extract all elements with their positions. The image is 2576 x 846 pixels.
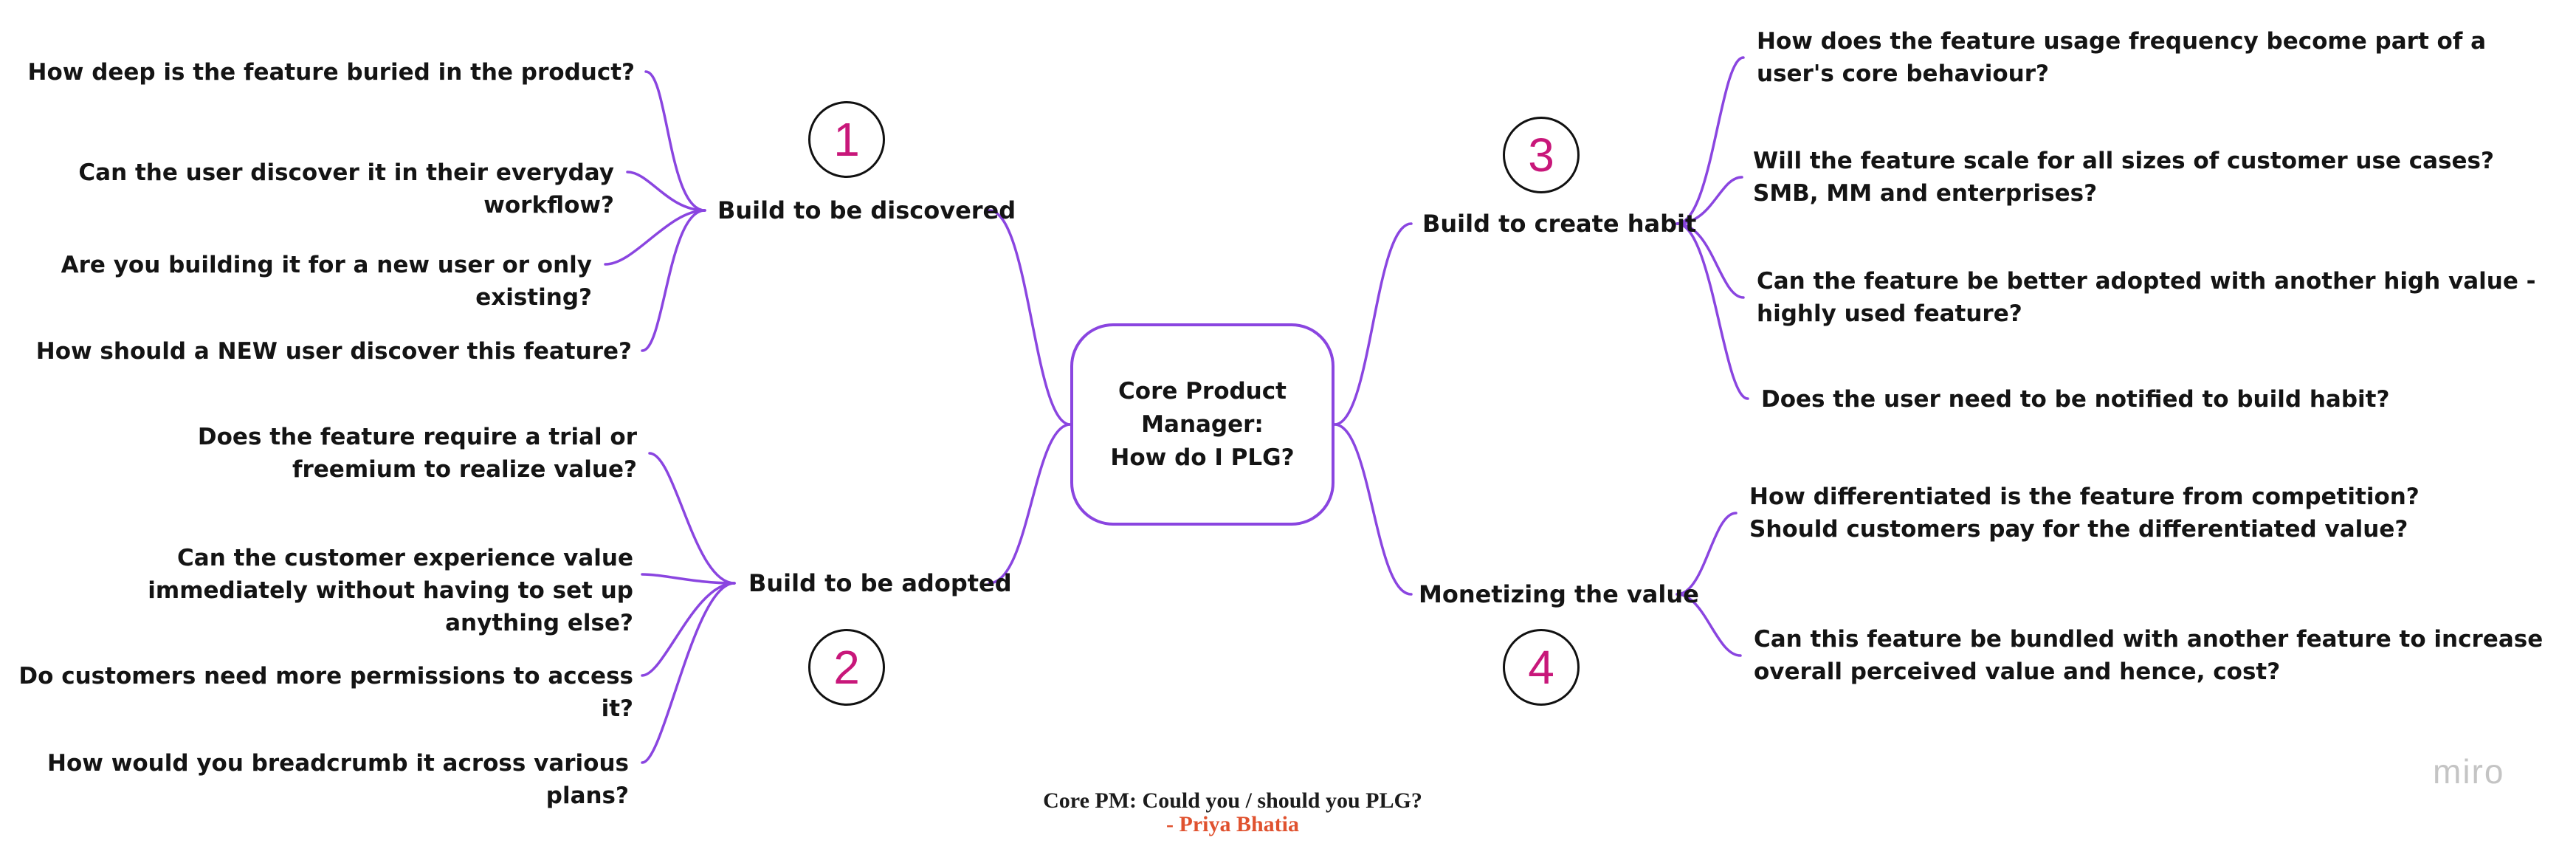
question-b1-2: Can the user discover it in their everyd…: [78, 159, 614, 219]
question-b3-4: Does the user need to be notified to bui…: [1761, 386, 2390, 413]
connector-b1-q4: [641, 209, 706, 352]
connector-center-b1: [988, 209, 1072, 426]
question-b1-3: Are you building it for a new user or on…: [61, 252, 592, 311]
connector-b2-q4: [641, 582, 736, 764]
connector-b3-q4: [1676, 222, 1749, 400]
branch-number-1: 1: [808, 101, 885, 178]
question-b2-3: Do customers need more permissions to ac…: [18, 663, 633, 722]
connector-b1-q2: [626, 171, 706, 212]
connector-b1-q3: [604, 209, 706, 266]
core-node: Core Product Manager: How do I PLG?: [1070, 323, 1335, 526]
caption-author: - Priya Bhatia: [1166, 812, 1299, 836]
connector-b3-q1: [1676, 56, 1745, 225]
connector-b2-q1: [648, 452, 736, 585]
connector-b1-q1: [644, 70, 706, 212]
branch-number-4: 4: [1503, 629, 1580, 706]
miro-logo: miro: [2433, 752, 2505, 791]
connector-b4-q2: [1676, 593, 1742, 657]
question-b1-4: How should a NEW user discover this feat…: [35, 338, 632, 365]
connector-center-b3: [1333, 222, 1413, 426]
question-b2-2: Can the customer experience value immedi…: [148, 545, 633, 636]
branch-number-3: 3: [1503, 117, 1580, 193]
connector-b2-q2: [641, 573, 736, 585]
question-b2-4: How would you breadcrumb it across vario…: [47, 750, 629, 809]
question-b4-1: How differentiated is the feature from c…: [1749, 484, 2420, 543]
question-b3-1: How does the feature usage frequency bec…: [1757, 28, 2487, 87]
branch-title-monetizing: Monetizing the value: [1419, 580, 1699, 608]
connector-b4-q1: [1676, 512, 1738, 596]
connector-b2-q3: [641, 582, 736, 677]
caption-title: Core PM: Could you / should you PLG?: [1043, 788, 1422, 813]
question-b1-1: How deep is the feature buried in the pr…: [27, 59, 635, 86]
question-b3-3: Can the feature be better adopted with a…: [1757, 268, 2536, 327]
branch-title-habit: Build to create habit: [1422, 210, 1697, 238]
connector-b3-q2: [1676, 176, 1743, 225]
branch-number-2: 2: [808, 629, 885, 706]
connector-b3-q3: [1676, 222, 1745, 299]
question-b2-1: Does the feature require a trial or free…: [197, 424, 637, 483]
question-b3-2: Will the feature scale for all sizes of …: [1753, 148, 2494, 207]
question-b4-2: Can this feature be bundled with another…: [1754, 626, 2544, 685]
branch-title-adopted: Build to be adopted: [748, 569, 1012, 597]
core-node-text: Core Product Manager: How do I PLG?: [1110, 377, 1295, 471]
connector-center-b2: [988, 423, 1072, 585]
branch-title-discovered: Build to be discovered: [717, 196, 1016, 224]
connector-center-b4: [1333, 423, 1413, 596]
